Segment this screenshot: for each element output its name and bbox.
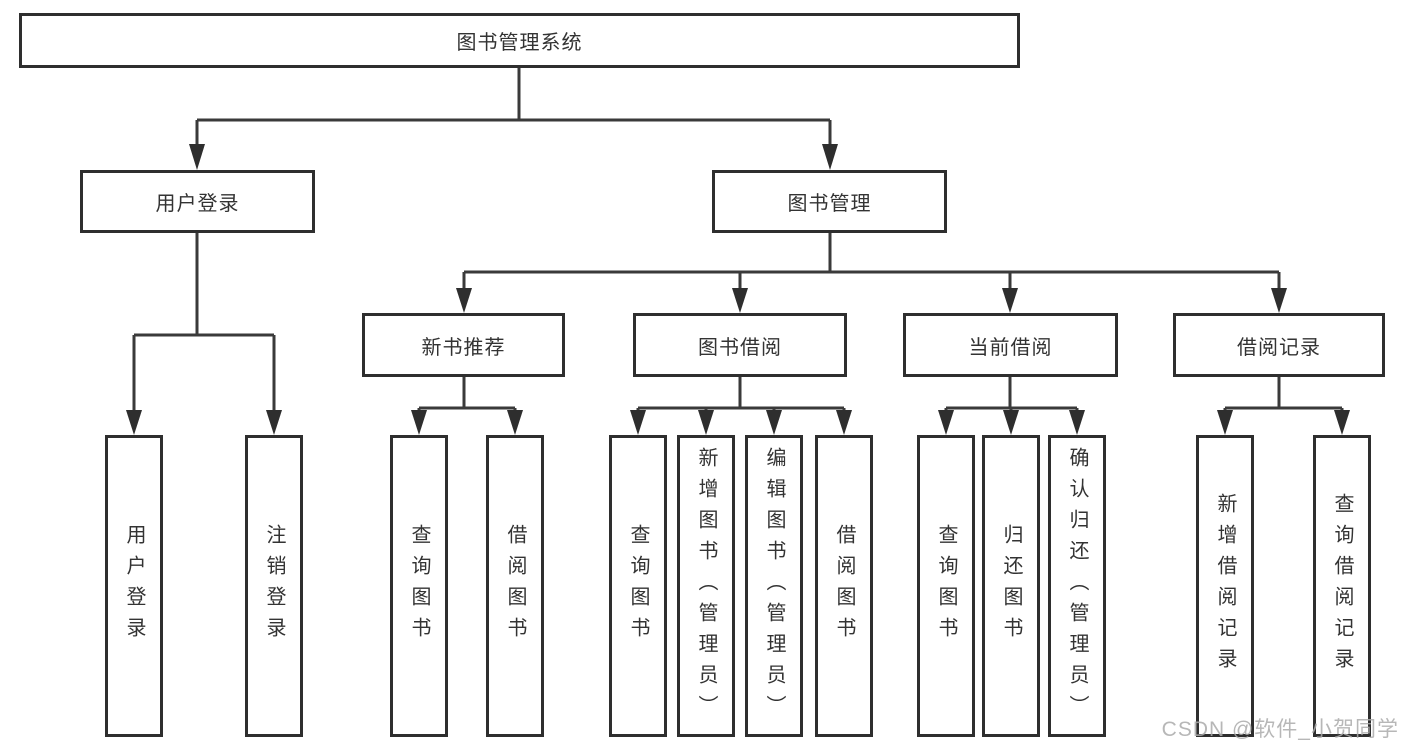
node-label: 归还图书 (1000, 524, 1022, 648)
node-label: 用户登录 (155, 193, 240, 215)
node-label: 图书管理 (787, 193, 872, 215)
node-label: 查询图书 (627, 524, 649, 648)
node-leaf-logout: 注销登录 (245, 435, 303, 737)
node-current-borrowing: 当前借阅 (903, 313, 1118, 377)
node-leaf-return-books: 归还图书 (982, 435, 1040, 737)
node-new-book-recommend: 新书推荐 (362, 313, 565, 377)
node-label: 借阅图书 (833, 524, 855, 648)
node-label: 图书借阅 (698, 336, 782, 359)
node-label: 用户登录 (123, 524, 145, 648)
node-leaf-borrow-books-2: 借阅图书 (815, 435, 873, 737)
node-leaf-confirm-return-admin: 确认归还（管理员） (1048, 435, 1106, 737)
node-leaf-add-borrow-record: 新增借阅记录 (1196, 435, 1254, 737)
node-leaf-add-books-admin: 新增图书（管理员） (677, 435, 735, 737)
node-book-management: 图书管理 (712, 170, 947, 233)
node-leaf-edit-books-admin: 编辑图书（管理员） (745, 435, 803, 737)
node-leaf-query-books-1: 查询图书 (390, 435, 448, 737)
node-label: 新增借阅记录 (1214, 493, 1236, 679)
node-label: 注销登录 (263, 524, 285, 648)
node-leaf-user-login: 用户登录 (105, 435, 163, 737)
node-leaf-query-borrow-record: 查询借阅记录 (1313, 435, 1371, 737)
node-book-borrowing: 图书借阅 (633, 313, 847, 377)
node-borrowing-records: 借阅记录 (1173, 313, 1385, 377)
node-label: 查询借阅记录 (1331, 493, 1353, 679)
node-label: 当前借阅 (968, 336, 1053, 359)
node-label: 确认归还（管理员） (1066, 446, 1088, 726)
node-user-login: 用户登录 (80, 170, 315, 233)
node-label: 编辑图书（管理员） (763, 446, 785, 726)
node-leaf-query-books-3: 查询图书 (917, 435, 975, 737)
csdn-watermark: CSDN @软件_小贺同学 (1161, 718, 1399, 741)
node-leaf-query-books-2: 查询图书 (609, 435, 667, 737)
node-label: 查询图书 (408, 524, 430, 648)
node-label: 图书管理系统 (456, 32, 583, 54)
node-label: 查询图书 (935, 524, 957, 648)
node-label: 借阅记录 (1237, 336, 1321, 359)
arrowheads (126, 144, 1350, 435)
node-label: 借阅图书 (504, 524, 526, 648)
node-label: 新书推荐 (421, 336, 506, 359)
node-label: 新增图书（管理员） (695, 446, 717, 726)
edge-paths (132, 68, 1344, 414)
node-root-library-system: 图书管理系统 (19, 13, 1020, 68)
node-leaf-borrow-books-1: 借阅图书 (486, 435, 544, 737)
